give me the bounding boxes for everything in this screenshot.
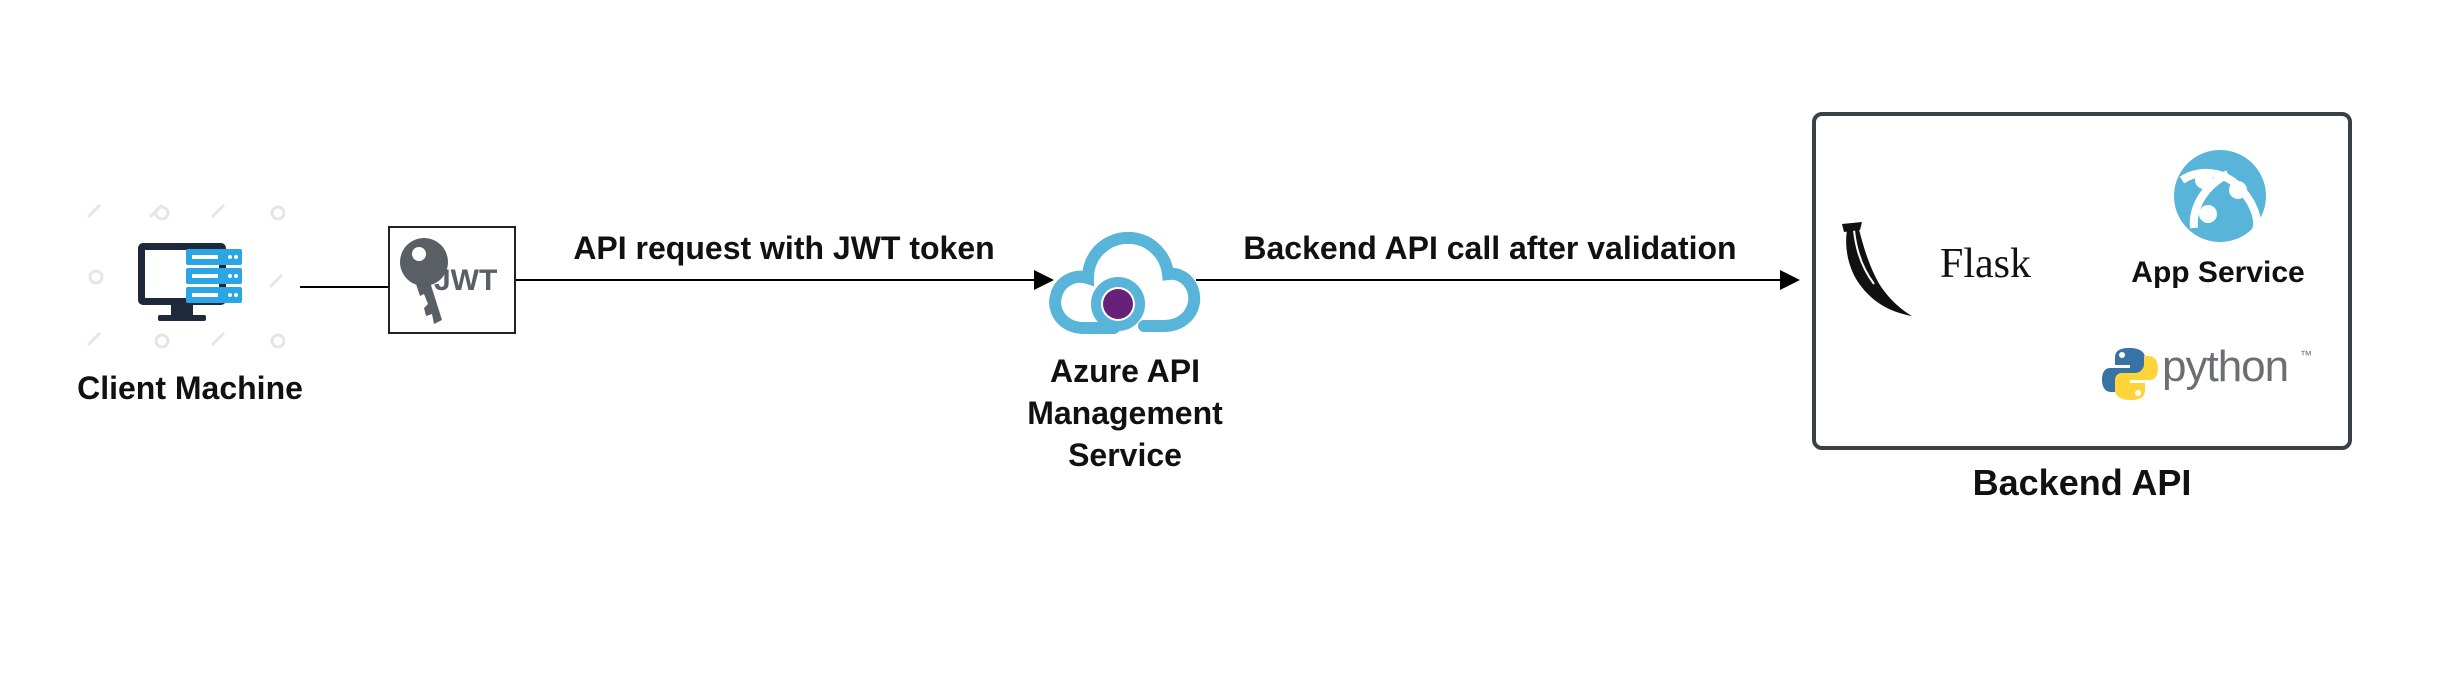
apim-node <box>1044 210 1204 346</box>
apim-label-line-3: Service <box>1068 437 1182 473</box>
python-trademark: ™ <box>2300 348 2312 362</box>
app-service-label: App Service <box>2131 256 2305 289</box>
key-icon <box>400 238 448 324</box>
python-label: python <box>2162 342 2289 391</box>
python-logo-icon <box>2102 348 2158 400</box>
jwt-token-box: JWT <box>388 226 516 334</box>
flask-label: Flask <box>1940 241 2032 287</box>
jwt-label: JWT <box>434 264 498 297</box>
client-machine-icon <box>86 203 286 349</box>
client-node <box>70 195 310 355</box>
apim-label-line-2: Management <box>1027 395 1223 431</box>
flask-horn-icon <box>1842 222 1912 316</box>
client-machine-label: Client Machine <box>77 370 303 406</box>
apim-label-line-1: Azure API <box>1050 353 1200 389</box>
request-edge-label: API request with JWT token <box>573 230 995 266</box>
backend-api-container: Flask App Service python ™ <box>1812 112 2352 450</box>
apim-label: Azure API Management Service <box>1000 350 1250 476</box>
azure-api-management-icon <box>1049 231 1201 334</box>
app-service-icon <box>2174 150 2266 242</box>
backend-api-label: Backend API <box>1972 462 2192 503</box>
backend-call-edge-label: Backend API call after validation <box>1243 230 1737 266</box>
